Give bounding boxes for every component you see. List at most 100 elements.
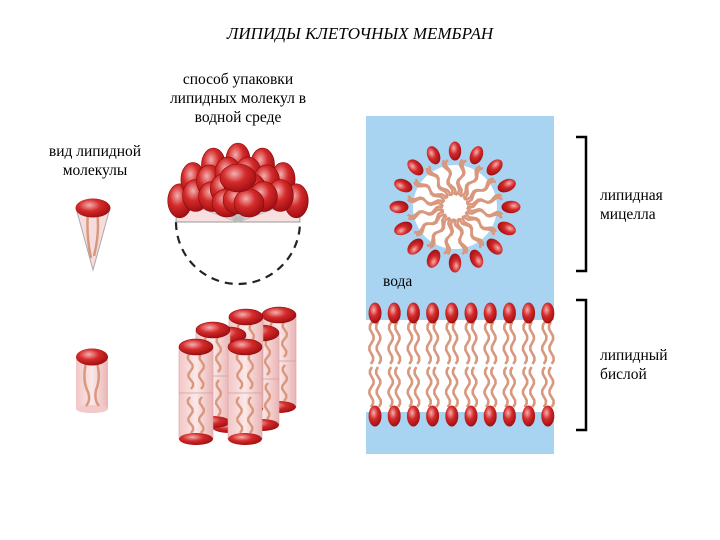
micelle-lipid-head (426, 249, 441, 268)
micelle-label-line-1: липидная (600, 187, 663, 204)
bilayer-top-lipid (502, 302, 517, 365)
bilayer-top-head (483, 302, 497, 324)
packing-method-label: способ упаковки липидных молекул в водно… (138, 70, 338, 127)
bilayer-bottom-lipid (425, 366, 440, 427)
bilayer-top-lipid (483, 302, 498, 365)
lipid-micelle (389, 141, 521, 273)
micelle-lipid-head (469, 249, 484, 268)
water-label: вода (383, 273, 413, 290)
micelle-lipid-head (407, 238, 424, 255)
bilayer-top-lipid (464, 302, 479, 365)
cylinder-packing-stack (178, 306, 297, 445)
micelle-lipid-head (426, 146, 441, 165)
bilayer-label-line-1: липидный (600, 347, 668, 364)
bilayer-bottom-lipid (464, 366, 479, 427)
bilayer-top-head (464, 302, 478, 324)
packing-label-line-2: липидных молекул в (169, 90, 307, 107)
bilayer-bottom-lipid (406, 366, 421, 427)
cylinder-lipid-molecule (76, 348, 108, 413)
micelle-core (413, 165, 497, 249)
cylinder-top-head (228, 308, 264, 326)
bilayer-top-lipid (368, 302, 383, 365)
micelle-lipid (389, 197, 445, 218)
bilayer-top-lipid (521, 302, 536, 365)
cone-lipid-head (75, 198, 111, 218)
micelle-label-line-2: мицелла (600, 206, 656, 223)
cone-lipid-molecule (75, 198, 111, 272)
cone-packing-sphere (167, 142, 309, 286)
bilayer-top-head (541, 302, 555, 324)
molecule-view-label: вид липидной молекулы (32, 142, 158, 180)
bilayer-bottom-head (445, 405, 459, 427)
dome-cone-head (219, 163, 257, 193)
dome-cone-head (233, 188, 265, 218)
micelle-lipid-head (497, 221, 516, 236)
bilayer-bottom-lipid (444, 366, 459, 427)
micelle-lipid-head (486, 238, 503, 255)
micelle-lipid-head (486, 159, 503, 176)
micelle-lipid-head (389, 200, 409, 214)
bilayer-top-lipid (425, 302, 440, 365)
bilayer-bottom-head (483, 405, 497, 427)
micelle-lipid-head (448, 141, 462, 161)
bilayer-bottom-lipid (521, 366, 536, 427)
bilayer-top-head (426, 302, 440, 324)
stacked-cylinder (227, 338, 263, 445)
bilayer-bottom-head (387, 405, 401, 427)
cylinder-bottom-head (228, 433, 262, 445)
bilayer-top-head (445, 302, 459, 324)
cylinder-top-head (178, 338, 214, 356)
bilayer-label: липидный бислой (600, 346, 668, 384)
bilayer-bottom-lipid (483, 366, 498, 427)
molecule-view-line-1: вид липидной (48, 143, 142, 160)
molecule-view-line-2: молекулы (62, 162, 128, 179)
micelle-lipid-head (394, 178, 413, 193)
bilayer-top-head (387, 302, 401, 324)
bilayer-top-lipid (406, 302, 421, 365)
micelle-lipid (407, 159, 452, 203)
micelle-lipid-head (407, 159, 424, 176)
cylinder-top-head (227, 338, 263, 356)
micelle-lipid (426, 146, 457, 199)
packing-label-line-3: водной среде (194, 109, 282, 126)
bilayer-bottom-head (368, 405, 382, 427)
micelle-lipid (394, 178, 448, 208)
micelle-lipid-head (394, 221, 413, 236)
micelle-lipid (465, 196, 521, 217)
micelle-lipid-head (501, 200, 521, 214)
cylinder-lipid-head (76, 348, 108, 366)
bilayer-top-lipid (387, 302, 402, 365)
micelle-bracket (576, 135, 588, 273)
bilayer-top-lipid (540, 302, 555, 365)
bilayer-bottom-head (522, 405, 536, 427)
bilayer-bottom-lipid (387, 366, 402, 427)
micelle-lipid (463, 178, 516, 209)
bilayer-bottom-head (406, 405, 420, 427)
bilayer-bottom-head (502, 405, 516, 427)
cylinder-bottom-head (179, 433, 213, 445)
bilayer-bracket (576, 298, 588, 432)
micelle-label: липидная мицелла (600, 186, 663, 224)
micelle-lipid-head (469, 146, 484, 165)
bilayer-top-head (406, 302, 420, 324)
bilayer-bottom-lipid (540, 366, 555, 427)
bilayer-top-head (502, 302, 516, 324)
bilayer-bottom-head (464, 405, 478, 427)
bilayer-label-line-2: бислой (600, 366, 647, 383)
stacked-cylinder (178, 338, 214, 445)
micelle-lipid-head (448, 253, 462, 273)
cylinder-top-head (261, 306, 297, 324)
bilayer-bottom-lipid (368, 366, 383, 427)
bilayer-top-head (368, 302, 382, 324)
diagram-title: ЛИПИДЫ КЛЕТОЧНЫХ МЕМБРАН (226, 24, 494, 43)
bilayer-bottom-head (426, 405, 440, 427)
bilayer-top-lipid (444, 302, 459, 365)
lipid-bilayer (368, 302, 555, 427)
packing-label-line-1: способ упаковки (182, 71, 294, 88)
micelle-lipid-head (497, 178, 516, 193)
bilayer-bottom-head (541, 405, 555, 427)
bilayer-top-head (522, 302, 536, 324)
cylinder-top-head (195, 321, 231, 339)
bilayer-bottom-lipid (502, 366, 517, 427)
